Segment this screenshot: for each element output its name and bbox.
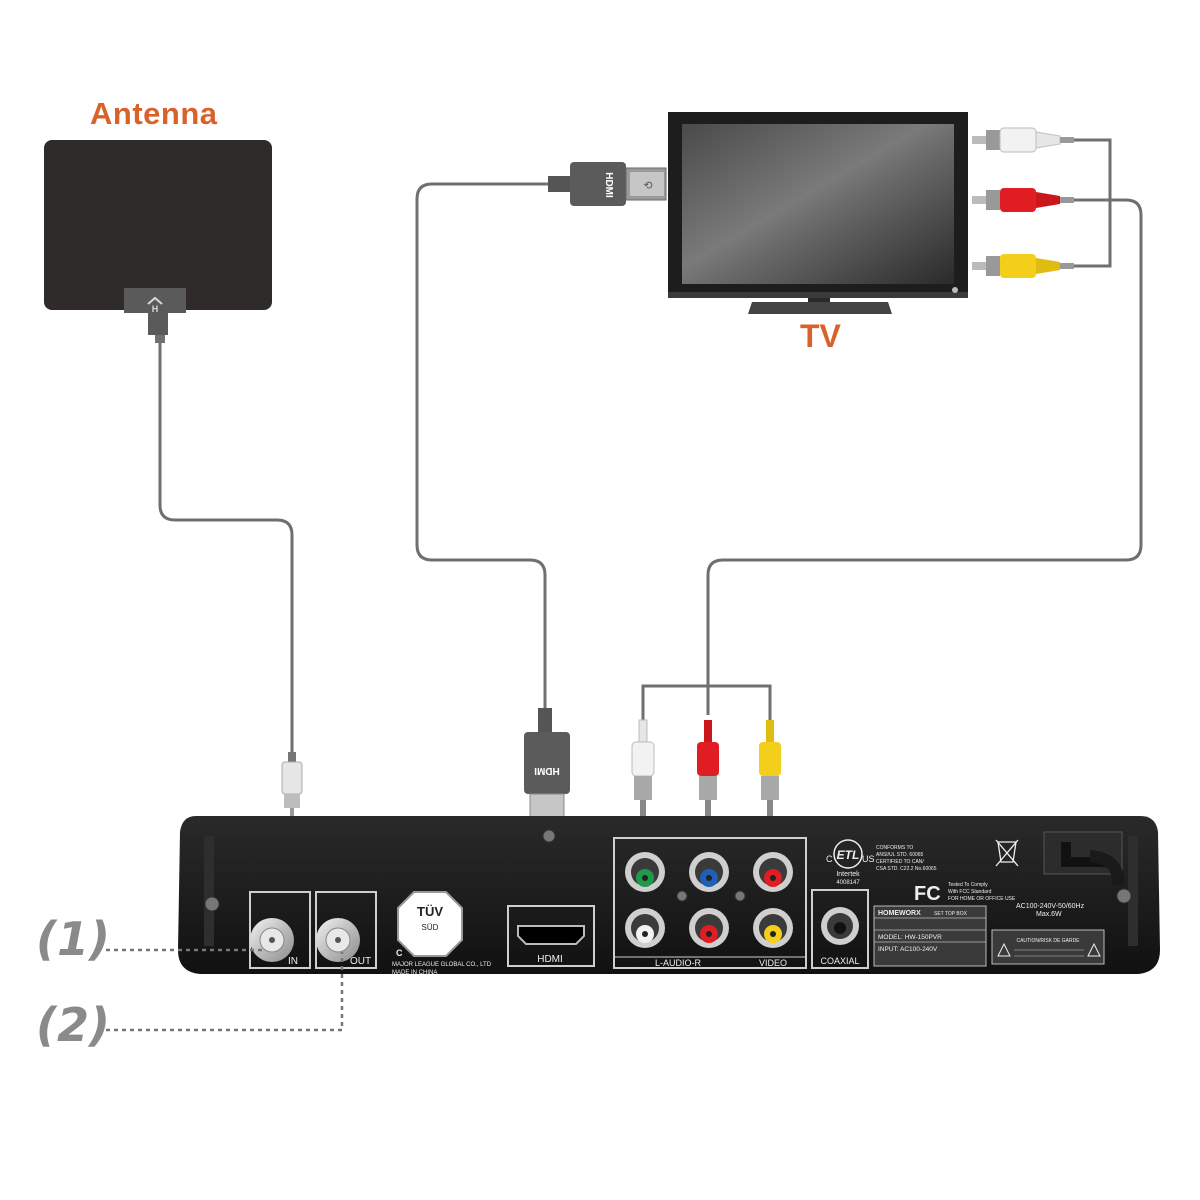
tv bbox=[668, 112, 968, 314]
screw-icon bbox=[204, 829, 1132, 912]
hdmi-plug-box: HDMI bbox=[524, 708, 570, 825]
callout-2-label: (2) bbox=[36, 998, 111, 1052]
hdmi-plug-box-text: HDMI bbox=[534, 765, 560, 776]
svg-text:AC100-240V-50/60Hz: AC100-240V-50/60Hz bbox=[1016, 903, 1085, 910]
coaxial-port[interactable]: COAXIAL bbox=[811, 889, 869, 969]
power-cord-plug bbox=[1043, 831, 1125, 887]
tv-stand-neck bbox=[808, 298, 830, 304]
power-rating-text: AC100-240V-50/60Hz Max.6W bbox=[1016, 903, 1085, 918]
antenna-panel bbox=[44, 140, 272, 310]
callout-2-line bbox=[106, 952, 344, 1032]
antenna-connector-block bbox=[124, 288, 186, 335]
hdmi-plug-tv-text: HDMI bbox=[603, 172, 614, 198]
svg-text:CSA STD. C22.2 No.60065: CSA STD. C22.2 No.60065 bbox=[876, 866, 937, 872]
port-out-label: OUT bbox=[350, 956, 371, 967]
brand-text: HOMEWORX bbox=[878, 910, 921, 917]
coaxial-label: COAXIAL bbox=[820, 956, 859, 966]
settop-text: SET TOP BOX bbox=[934, 911, 968, 917]
etl-c-text: C bbox=[826, 854, 833, 864]
etl-us-text: US bbox=[862, 854, 875, 864]
etl-number-text: 4008147 bbox=[836, 880, 860, 886]
tuv-text: TÜV bbox=[417, 904, 443, 919]
fcc-logo-text: FC bbox=[914, 883, 941, 905]
rca-plug-yellow-tv bbox=[972, 254, 1074, 278]
rca-plug-yellow-box bbox=[759, 720, 781, 822]
hdmi-port-label: HDMI bbox=[537, 954, 563, 965]
svg-text:FOR HOME OR OFFICE USE: FOR HOME OR OFFICE USE bbox=[948, 896, 1016, 902]
model-label-plate: HOMEWORX SET TOP BOX MODEL: HW-150PVR IN… bbox=[873, 905, 987, 967]
tv-screen bbox=[682, 124, 954, 284]
component-port-red[interactable] bbox=[753, 852, 793, 892]
video-port-yellow[interactable] bbox=[753, 908, 793, 948]
antenna-label: Antenna bbox=[90, 96, 218, 131]
svg-text:ETL: ETL bbox=[837, 848, 860, 862]
usb-icon: ⟲ bbox=[643, 180, 652, 192]
svg-text:Max.6W: Max.6W bbox=[1036, 911, 1062, 918]
etl-mark-icon: ETL C US Intertek 4008147 bbox=[826, 839, 875, 886]
model-text: MODEL: HW-150PVR bbox=[878, 934, 942, 941]
audio-port-right-red[interactable] bbox=[689, 908, 729, 948]
audio-port-left-white[interactable] bbox=[625, 908, 665, 948]
coax-plug-box bbox=[281, 752, 303, 818]
rca-plug-white-box bbox=[631, 719, 655, 822]
svg-text:CONFORMS TO: CONFORMS TO bbox=[876, 845, 913, 851]
video-label: VIDEO bbox=[759, 958, 787, 968]
conforms-text: CONFORMS TO ANSI/UL STD. 60065 CERTIFIED… bbox=[876, 845, 937, 872]
set-top-box: IN OUT TÜV SÜD C MAJOR LEAGUE GLOBAL CO.… bbox=[178, 816, 1160, 976]
weee-bin-icon bbox=[995, 839, 1019, 867]
rca-splitter-lines bbox=[641, 138, 1112, 720]
rca-cable bbox=[706, 198, 1143, 715]
tv-label: TV bbox=[800, 318, 841, 354]
port-in-label: IN bbox=[288, 956, 298, 967]
rca-plugs-tv bbox=[972, 127, 1074, 278]
component-port-green[interactable] bbox=[625, 852, 665, 892]
hdmi-plug-tv: HDMI ⟲ bbox=[548, 162, 667, 206]
etl-intertek-text: Intertek bbox=[836, 871, 860, 878]
rca-plugs-box bbox=[631, 719, 781, 822]
cables bbox=[158, 182, 1143, 755]
callout-1-label: (1) bbox=[36, 912, 111, 966]
callout-lines bbox=[106, 948, 344, 1032]
svg-text:With FCC Standard: With FCC Standard bbox=[948, 889, 992, 895]
rca-plug-red-box bbox=[697, 720, 719, 822]
rca-plug-red-tv bbox=[972, 188, 1074, 212]
component-port-blue[interactable] bbox=[689, 852, 729, 892]
antenna-coax-cable bbox=[158, 340, 294, 755]
antenna: H bbox=[44, 140, 272, 343]
rca-plug-white-tv bbox=[972, 127, 1074, 153]
tv-stand-base bbox=[748, 302, 892, 314]
company-c-text: C bbox=[396, 948, 403, 958]
fcc-mark: FC Tested To Comply With FCC Standard FO… bbox=[914, 882, 1016, 905]
av-port-block: L-AUDIO-R VIDEO bbox=[613, 837, 807, 969]
svg-text:ANSI/UL STD. 60065: ANSI/UL STD. 60065 bbox=[876, 852, 924, 858]
svg-text:CERTIFIED TO CAN/: CERTIFIED TO CAN/ bbox=[876, 859, 924, 865]
svg-text:Tested To Comply: Tested To Comply bbox=[948, 882, 988, 888]
audio-label: L-AUDIO-R bbox=[655, 958, 702, 968]
antenna-out-port[interactable] bbox=[316, 918, 360, 962]
caution-label: CAUTION/RISK DE GARDE bbox=[991, 929, 1105, 965]
caution-text: CAUTION/RISK DE GARDE bbox=[1016, 938, 1080, 944]
tuv-badge: TÜV SÜD C MAJOR LEAGUE GLOBAL CO., LTD M… bbox=[392, 891, 492, 976]
made-in-text: MADE IN CHINA bbox=[392, 970, 437, 976]
input-text: INPUT: AC100-240V bbox=[878, 946, 938, 953]
homeworx-logo-icon: H bbox=[147, 296, 163, 314]
hdmi-cable bbox=[415, 182, 548, 710]
company-text: MAJOR LEAGUE GLOBAL CO., LTD bbox=[392, 962, 492, 968]
hdmi-port[interactable]: HDMI bbox=[507, 905, 595, 967]
tuv-sub-text: SÜD bbox=[422, 923, 439, 932]
svg-text:H: H bbox=[152, 304, 159, 314]
